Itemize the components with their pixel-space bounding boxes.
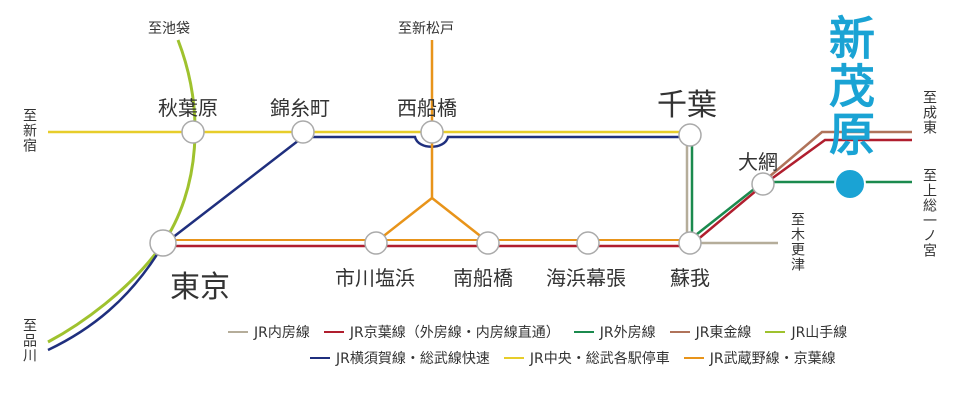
- station-marker-akihabara: [181, 120, 205, 144]
- legend-label-yamanote: JR山手線: [791, 325, 848, 341]
- legend-row-2: JR横須賀線・総武線快速 JR中央・総武各駅停車 JR武蔵野線・京葉線: [310, 348, 836, 368]
- station-label-shinmobara: 新茂原: [822, 14, 876, 158]
- legend-item-togane: JR東金線: [669, 322, 752, 342]
- station-marker-soga: [678, 231, 702, 255]
- dest-kazusaichinomiya: 至上総一ノ宮: [921, 168, 937, 258]
- legend-swatch-uchibo: [228, 331, 248, 333]
- legend-item-sotobo: JR外房線: [573, 322, 656, 342]
- station-marker-kinshicho: [291, 120, 315, 144]
- station-marker-tokyo: [149, 229, 177, 257]
- legend-item-musashino: JR武蔵野線・京葉線: [683, 348, 836, 368]
- station-label-nishifunabashi: 西船橋: [397, 96, 457, 120]
- station-marker-ichikawashiohama: [364, 231, 388, 255]
- legend-item-yokosuka: JR横須賀線・総武線快速: [310, 348, 490, 368]
- legend-swatch-yamanote: [765, 331, 786, 333]
- station-label-soga: 蘇我: [670, 266, 710, 290]
- legend-swatch-keiyo: [323, 331, 344, 333]
- station-label-minamifunabashi: 南船橋: [453, 266, 513, 290]
- station-marker-kaihinmakuhari: [576, 231, 600, 255]
- station-label-oami: 大網: [738, 150, 778, 174]
- legend-swatch-yokosuka: [310, 357, 330, 359]
- legend-item-yamanote: JR山手線: [765, 322, 847, 342]
- legend-label-yokosuka: JR横須賀線・総武線快速: [336, 351, 490, 367]
- station-marker-shinmobara: [834, 168, 866, 200]
- station-label-akihabara: 秋葉原: [158, 96, 218, 120]
- dest-kisarazu: 至木更津: [789, 212, 805, 272]
- dest-shinmatsudo: 至新松戸: [398, 21, 454, 37]
- station-label-chiba: 千葉: [657, 88, 717, 123]
- station-marker-oami: [751, 172, 775, 196]
- dest-shinjuku: 至新宿: [21, 108, 37, 153]
- dest-ikebukuro: 至池袋: [148, 21, 190, 37]
- dest-shinagawa: 至品川: [21, 318, 37, 363]
- legend-swatch-musashino: [683, 357, 704, 359]
- station-label-kinshicho: 錦糸町: [270, 96, 330, 120]
- legend-label-musashino: JR武蔵野線・京葉線: [709, 351, 836, 367]
- legend-label-chuo: JR中央・総武各駅停車: [529, 351, 670, 367]
- legend-label-uchibo: JR内房線: [254, 325, 310, 341]
- legend-label-sotobo: JR外房線: [599, 325, 656, 341]
- station-marker-chiba: [678, 123, 702, 147]
- legend-label-togane: JR東金線: [695, 325, 752, 341]
- legend-swatch-sotobo: [573, 331, 594, 333]
- station-label-kaihinmakuhari: 海浜幕張: [546, 266, 626, 290]
- line-musashino-b: [375, 197, 433, 243]
- station-label-tokyo: 東京: [170, 270, 230, 305]
- legend-item-uchibo: JR内房線: [228, 322, 310, 342]
- dest-narito: 至成東: [921, 90, 937, 135]
- station-marker-nishifunabashi: [420, 120, 444, 144]
- legend-row-1: JR内房線 JR京葉線（外房線・内房線直通） JR外房線 JR東金線 JR山手線: [228, 322, 847, 342]
- legend-label-keiyo: JR京葉線（外房線・内房線直通）: [349, 325, 560, 341]
- station-marker-minamifunabashi: [476, 231, 500, 255]
- legend-swatch-chuo: [503, 357, 524, 359]
- legend-item-chuo: JR中央・総武各駅停車: [503, 348, 670, 368]
- legend-swatch-togane: [669, 331, 690, 333]
- line-musashino-c: [431, 197, 489, 243]
- line-togane: [762, 130, 912, 183]
- legend-item-keiyo: JR京葉線（外房線・内房線直通）: [323, 322, 560, 342]
- station-label-ichikawashiohama: 市川塩浜: [335, 266, 415, 290]
